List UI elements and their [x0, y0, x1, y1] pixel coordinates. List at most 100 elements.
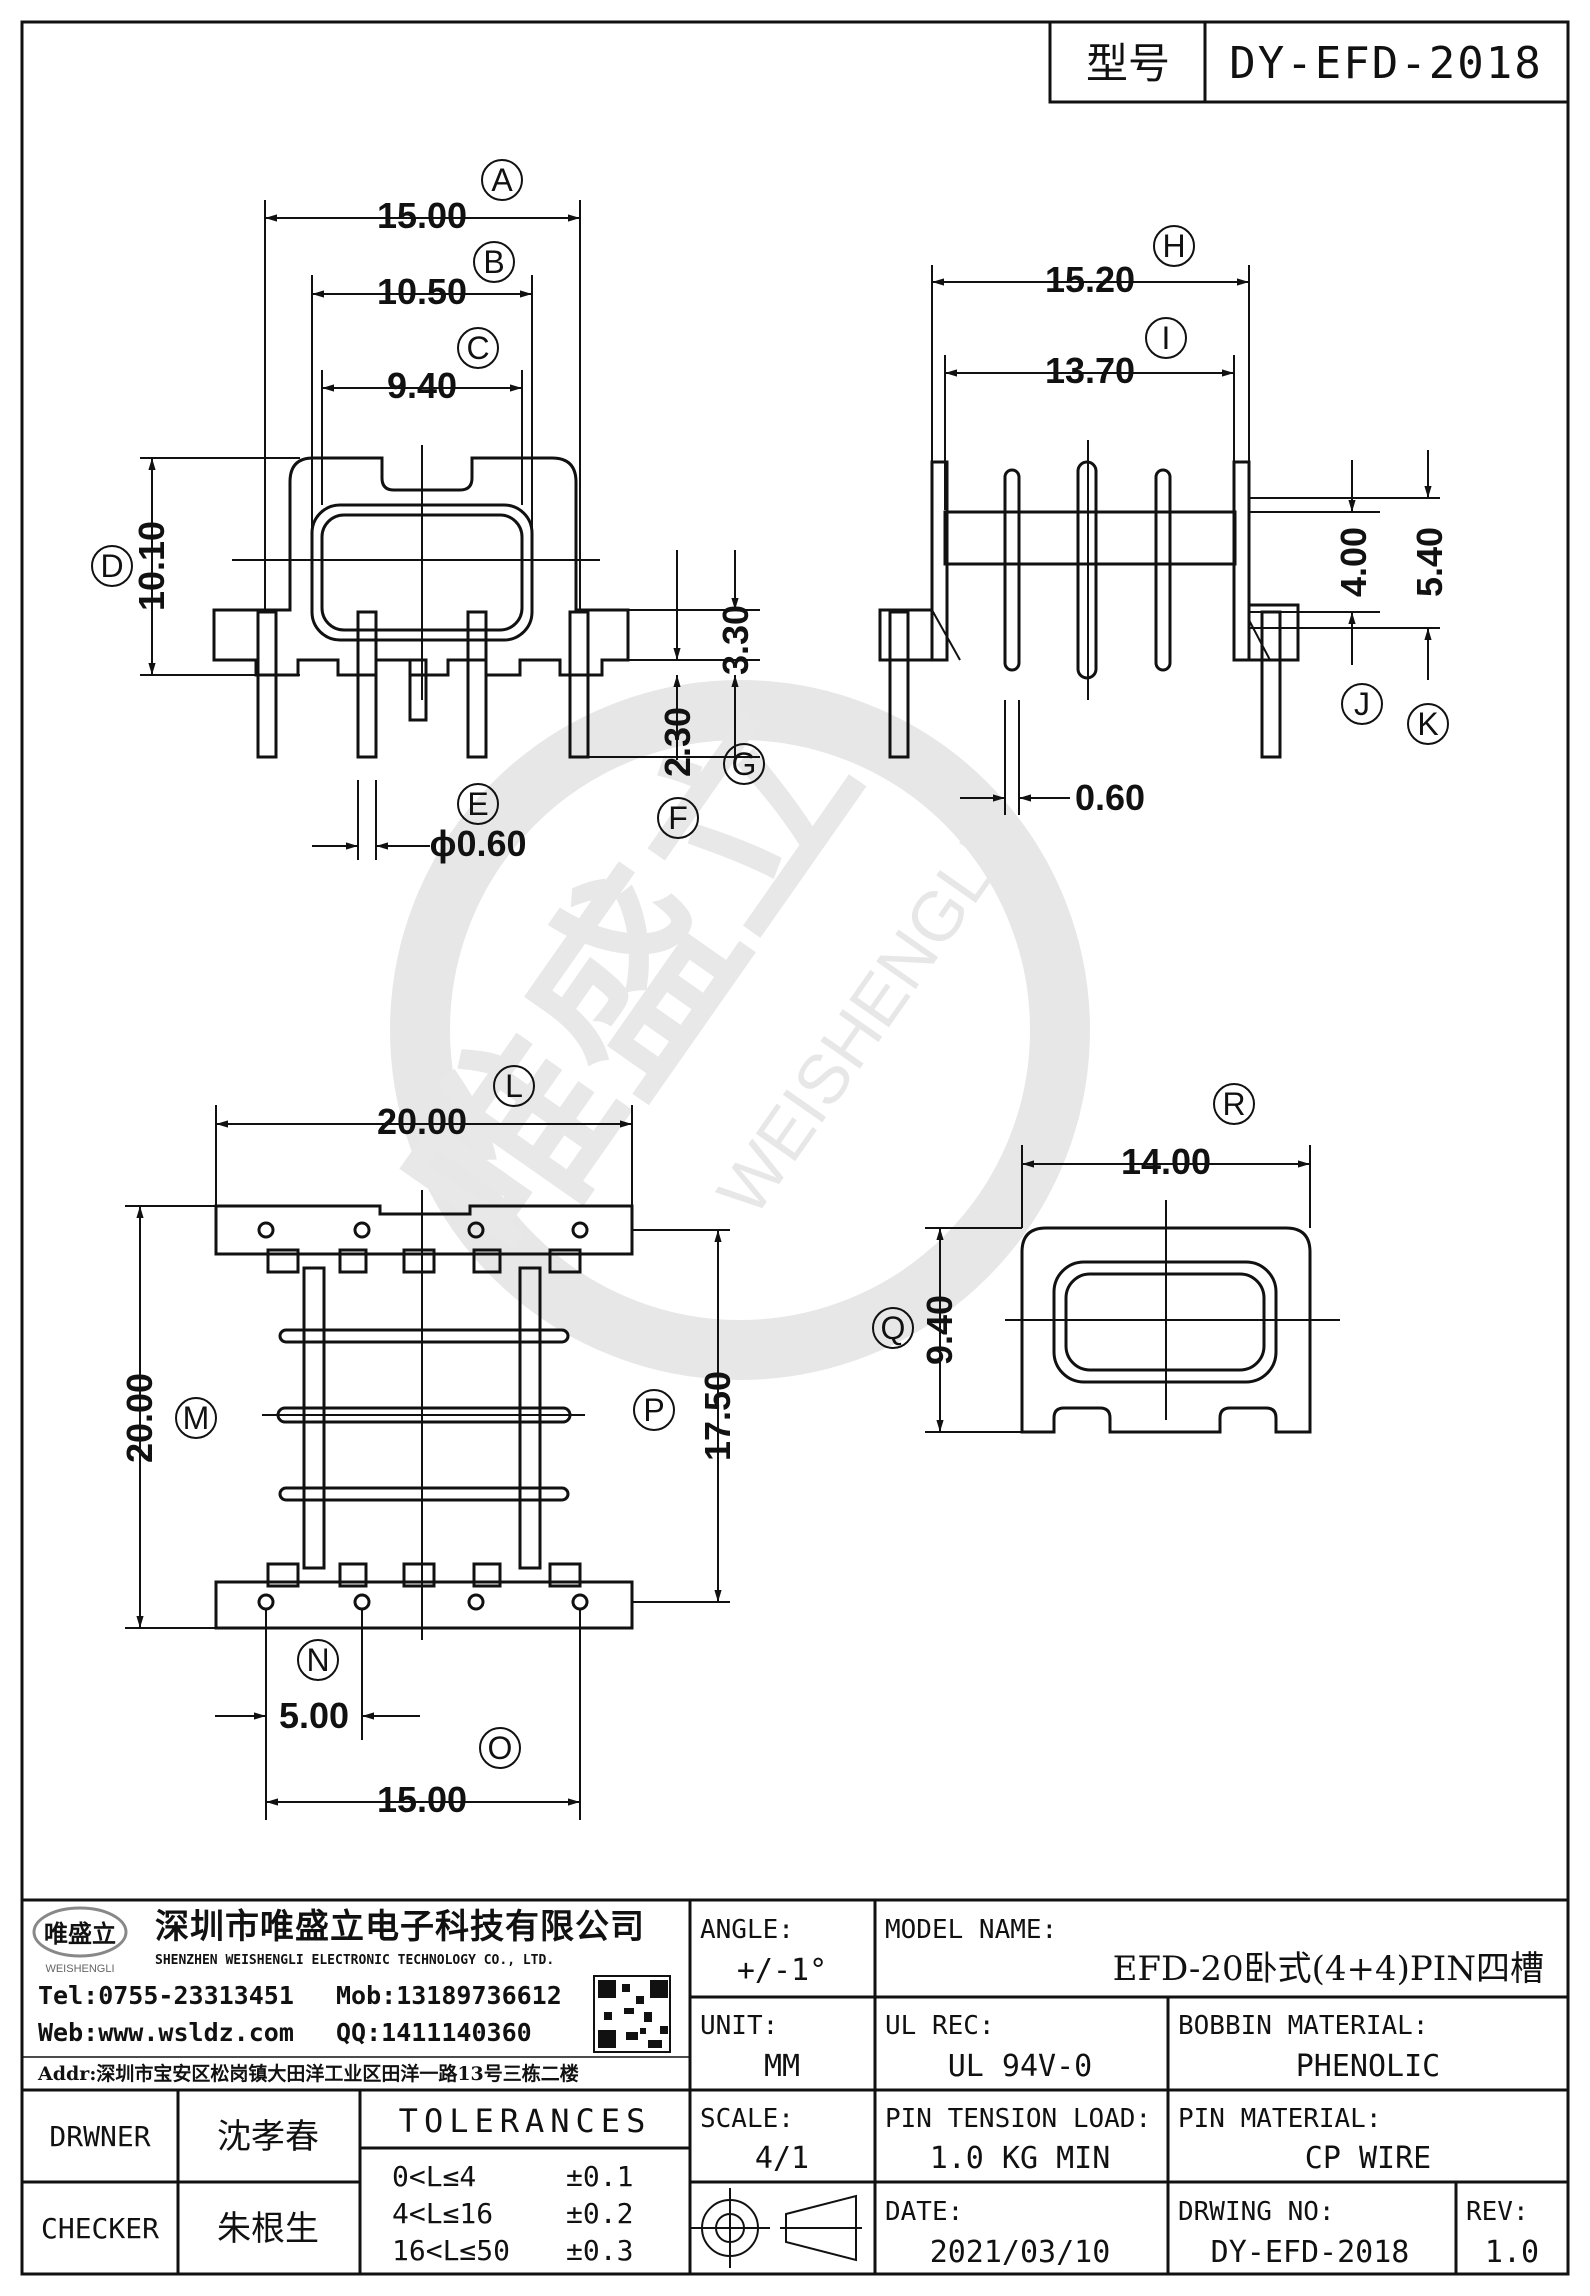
- dim-E: ϕ0.60: [429, 823, 526, 864]
- label-B: B: [483, 244, 504, 280]
- label-F: F: [668, 800, 688, 836]
- dim-L: 20.00: [377, 1101, 467, 1142]
- dim-H: 15.20: [1045, 259, 1135, 300]
- tolerance-range-1: 0<L≤4: [392, 2160, 476, 2193]
- dim-I: 13.70: [1045, 350, 1135, 391]
- title-block: [22, 1898, 1568, 2274]
- company-logo: 唯盛立 WEISHENGLI: [32, 1906, 128, 1975]
- company-mob: Mob:13189736612: [336, 1981, 562, 2010]
- model-name-label: MODEL NAME:: [885, 1915, 1057, 1945]
- pin-tension-value: 1.0 KG MIN: [930, 2141, 1111, 2176]
- label-H: H: [1162, 228, 1185, 264]
- bottom-left-dims: [125, 1105, 730, 1820]
- header-model-box: 型号 DY-EFD-2018: [1048, 20, 1570, 104]
- model-value: DY-EFD-2018: [1229, 38, 1542, 89]
- title-block-fields: ANGLE: +/-1° MODEL NAME: EFD-20卧式(4+4)PI…: [41, 1915, 1544, 2270]
- dim-C: 9.40: [387, 365, 457, 406]
- dim-M: 20.00: [119, 1373, 160, 1463]
- bottom-left-dim-texts: 20.00 20.00 5.00 15.00 17.50 L M N O P: [119, 1065, 738, 1820]
- company-name-en: SHENZHEN WEISHENGLI ELECTRONIC TECHNOLOG…: [155, 1953, 554, 1968]
- label-C: C: [466, 330, 489, 366]
- ul-rec-label: UL REC:: [885, 2011, 995, 2041]
- dim-O: 15.00: [377, 1779, 467, 1820]
- top-left-dims: [140, 200, 760, 860]
- tolerance-value-2: ±0.2: [566, 2197, 633, 2230]
- top-right-dims: [931, 265, 1440, 815]
- label-I: I: [1162, 320, 1171, 356]
- dim-pin-width: 0.60: [1075, 777, 1145, 818]
- dim-D: 10.10: [131, 521, 172, 611]
- bobbin-material-value: PHENOLIC: [1296, 2049, 1441, 2084]
- label-L: L: [505, 1068, 523, 1104]
- label-J: J: [1354, 686, 1370, 722]
- drawing-frame: [20, 20, 1570, 2276]
- company-logo-text: 唯盛立: [44, 1919, 116, 1948]
- top-left-view: [212, 445, 630, 759]
- unit-value: MM: [764, 2049, 800, 2084]
- rev-label: REV:: [1466, 2197, 1529, 2227]
- tolerances-title: TOLERANCES: [399, 2102, 652, 2140]
- dim-K: 5.40: [1409, 527, 1450, 597]
- label-N: N: [306, 1642, 329, 1678]
- top-right-view: [878, 440, 1300, 759]
- dim-B: 10.50: [377, 271, 467, 312]
- company-qq: QQ:1411140360: [336, 2018, 532, 2047]
- watermark: 唯盛立 WEISHENGLI: [365, 667, 1090, 1380]
- checker-label: CHECKER: [41, 2212, 159, 2245]
- dim-F: 2.30: [657, 707, 698, 777]
- top-right-dim-texts: 15.20 13.70 4.00 5.40 0.60 H I J K: [1045, 225, 1450, 818]
- bottom-left-view: [214, 1190, 634, 1640]
- company-name-cn: 深圳市唯盛立电子科技有限公司: [155, 1907, 645, 1947]
- dim-A: 15.00: [377, 195, 467, 236]
- label-P: P: [643, 1392, 664, 1428]
- label-K: K: [1417, 706, 1438, 742]
- model-label: 型号: [1086, 39, 1170, 88]
- company-info: 唯盛立 WEISHENGLI 深圳市唯盛立电子科技有限公司 SHENZHEN W…: [32, 1906, 671, 2085]
- model-name-value: EFD-20卧式(4+4)PIN四槽: [1113, 1949, 1544, 1989]
- pin-material-value: CP WIRE: [1305, 2141, 1431, 2176]
- label-Q: Q: [881, 1310, 906, 1346]
- tolerance-value-3: ±0.3: [566, 2234, 633, 2267]
- dim-P: 17.50: [697, 1371, 738, 1461]
- bottom-right-view: [1005, 1200, 1340, 1434]
- tolerance-value-1: ±0.1: [566, 2160, 633, 2193]
- dim-G: 3.30: [715, 605, 756, 675]
- company-addr: Addr:深圳市宝安区松岗镇大田洋工业区田洋一路13号三栋二楼: [37, 2062, 579, 2085]
- dim-Q: 9.40: [919, 1295, 960, 1365]
- ul-rec-value: UL 94V-0: [948, 2049, 1093, 2084]
- tolerance-range-2: 4<L≤16: [392, 2197, 493, 2230]
- dim-J: 4.00: [1333, 527, 1374, 597]
- tolerance-range-3: 16<L≤50: [392, 2234, 510, 2267]
- dim-R: 14.00: [1121, 1141, 1211, 1182]
- company-logo-sub: WEISHENGLI: [45, 1963, 114, 1975]
- angle-label: ANGLE:: [700, 1915, 794, 1945]
- date-label: DATE:: [885, 2197, 963, 2227]
- checker-value: 朱根生: [217, 2209, 319, 2249]
- label-M: M: [183, 1400, 210, 1436]
- drawer-value: 沈孝春: [217, 2117, 319, 2157]
- company-tel: Tel:0755-23313451: [38, 1981, 294, 2010]
- drawing-no-label: DRWING NO:: [1178, 2197, 1335, 2227]
- unit-label: UNIT:: [700, 2011, 778, 2041]
- company-web: Web:www.wsldz.com: [38, 2018, 294, 2047]
- label-E: E: [467, 786, 488, 822]
- drawing-no-value: DY-EFD-2018: [1211, 2235, 1410, 2270]
- bobbin-material-label: BOBBIN MATERIAL:: [1178, 2011, 1428, 2041]
- projection-symbol-icon: [690, 2188, 862, 2268]
- bottom-right-dim-texts: 14.00 9.40 R Q: [872, 1083, 1255, 1365]
- top-left-dim-texts: 15.00 10.50 9.40 10.10 ϕ0.60 2.30 3.30 A…: [91, 159, 765, 864]
- pin-tension-label: PIN TENSION LOAD:: [885, 2104, 1151, 2134]
- bottom-right-dims: [925, 1145, 1311, 1433]
- label-D: D: [100, 548, 123, 584]
- drawer-label: DRWNER: [49, 2120, 150, 2153]
- label-R: R: [1222, 1086, 1245, 1122]
- qr-code-icon: [593, 1975, 671, 2053]
- label-O: O: [488, 1730, 513, 1766]
- label-G: G: [732, 746, 757, 782]
- dim-N: 5.00: [279, 1695, 349, 1736]
- label-A: A: [491, 162, 513, 198]
- pin-material-label: PIN MATERIAL:: [1178, 2104, 1382, 2134]
- scale-value: 4/1: [755, 2141, 809, 2176]
- angle-value: +/-1°: [737, 1953, 827, 1988]
